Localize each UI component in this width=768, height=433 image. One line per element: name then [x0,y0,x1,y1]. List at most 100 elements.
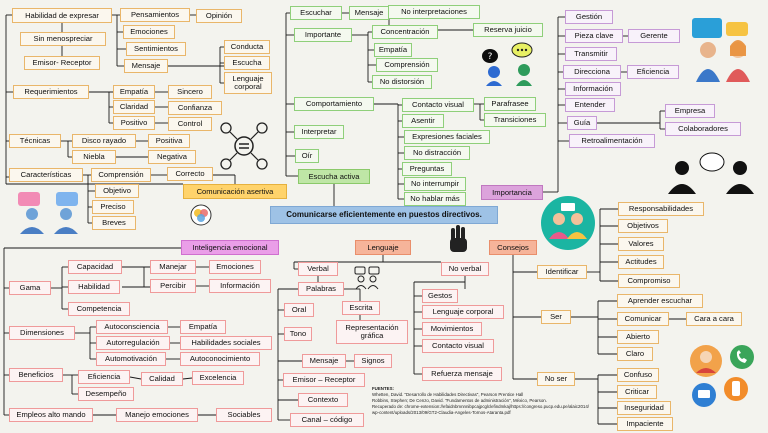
reference-line: Robbins, Stephen; De Cenzo, David. "Fund… [372,397,547,403]
node-conducta: Conducta [224,40,270,54]
node-transmitir: Transmitir [565,47,617,61]
node-emociones-emocional: Emociones [209,260,261,274]
node-positiva: Positiva [148,134,190,148]
node-interpretar: Interpretar [294,125,344,139]
node-parafrasee: Parafrasee [484,97,536,111]
node-abierto: Abierto [617,330,659,344]
node-percibir: Percibir [150,279,196,293]
node-objetivos: Objetivos [618,219,668,233]
node-tecnicas: Técnicas [9,134,61,148]
node-competencia: Competencia [68,302,130,316]
node-manejar: Manejar [150,260,196,274]
node-escrita: Escrita [342,301,380,315]
node-canal-codigo: Canal – código [290,413,364,427]
node-desempeno: Desempeño [78,387,134,401]
node-colaboradores: Colaboradores [665,122,741,136]
node-comunicar: Comunicar [617,312,669,326]
node-identificar: Identificar [537,265,587,279]
node-cara-a-cara: Cara a cara [686,312,742,326]
node-claridad: Claridad [113,100,155,114]
node-opinion: Opinión [196,9,242,23]
node-contexto: Contexto [298,393,348,407]
node-concentracion: Concentración [372,25,438,39]
node-signos: Signos [354,354,392,368]
node-gama: Gama [9,281,51,295]
node-habilidad-emocional: Habilidad [68,280,120,294]
node-entender: Entender [565,98,615,112]
branch-emocional: Inteligencia emocional [181,240,279,255]
node-beneficios: Beneficios [9,368,63,382]
reference-line: Whetten, David. "Desarrollo de Habilidad… [372,391,524,397]
branch-importancia: Importancia [481,185,543,200]
node-positivo: Positivo [113,116,155,130]
node-habilidad-expresar: Habilidad de expresar [12,8,112,23]
node-no-interrumpir: No interrumpir [404,177,466,191]
central-title: Comunicarse eficientemente en puestos di… [270,206,498,224]
hand-gesture-icon [450,225,467,252]
node-contacto-visual-escucha: Contacto visual [402,98,474,112]
node-impaciente: Impaciente [617,417,673,431]
node-contacto-visual-lenguaje: Contacto visual [422,339,494,353]
node-pieza-clave: Pieza clave [565,29,623,43]
node-negativa: Negativa [148,150,196,164]
node-no-distraccion: No distracción [404,146,470,160]
node-claro: Claro [617,347,653,361]
node-expresiones-faciales: Expresiones faciales [404,130,490,144]
node-responsabilidades: Responsabilidades [618,202,704,216]
connector-line [129,376,142,380]
node-empatia-asertiva: Empatía [113,85,155,99]
node-empatia-escucha: Empatía [374,43,412,57]
node-autorregulacion: Autorregulación [96,336,170,350]
node-ser: Ser [541,310,571,324]
node-reserva-juicio: Reserva juicio [473,23,543,37]
node-excelencia: Excelencia [192,371,244,385]
node-informacion-importancia: Información [565,82,621,96]
node-habilidades-sociales: Habilidades sociales [180,336,272,350]
node-emisor-receptor-asertiva: Emisor- Receptor [24,56,100,70]
node-sincero: Sincero [168,85,212,99]
node-autoconsciencia: Autoconsciencia [96,320,168,334]
two-people-silhouette-icon [668,152,754,194]
node-gestion: Gestión [565,10,613,24]
node-no-hablar-mas: No hablar más [404,192,466,206]
contact-channels-icon [690,345,754,407]
node-caracteristicas: Características [9,168,83,182]
svg-text:?: ? [488,52,493,62]
node-pensamientos: Pensamientos [120,8,190,22]
node-sociables: Sociables [216,408,272,422]
node-confuso: Confuso [617,368,659,382]
node-empresa: Empresa [665,104,715,118]
reference-line: wp-content/uploads/2013/09/GT2-Claudia-A… [372,409,511,415]
node-emisor-receptor-lenguaje: Emisor – Receptor [283,373,365,387]
node-disco-rayado: Disco rayado [72,134,136,148]
node-control: Control [168,117,212,131]
node-lenguaje-corporal-lenguaje: Lenguaje corporal [422,305,504,319]
node-tono: Tono [284,327,312,341]
speaking-people-icon [354,266,380,290]
node-mensaje-escucha: Mensaje [349,6,389,20]
references-heading: FUENTES: [372,386,394,391]
circles-logo-icon [190,204,212,226]
node-sentimientos: Sentimientos [126,42,186,56]
node-sin-menospreciar: Sin menospreciar [20,32,106,46]
node-manejo-emociones: Manejo emociones [116,408,198,422]
node-retroalimentacion: Retroalimentación [569,134,655,148]
conversation-people-icon [692,18,750,82]
node-representacion-grafica: Representación gráfica [336,320,408,344]
node-palabras: Palabras [298,282,344,296]
node-escuchar: Escuchar [290,6,342,20]
node-eficiencia-emocional: Eficiencia [78,370,130,384]
node-automotivacion: Automotivación [96,352,166,366]
references-block: FUENTES: Whetten, David. "Desarrollo de … [372,386,612,416]
node-capacidad: Capacidad [68,260,122,274]
node-comprension-escucha: Comprensión [376,58,438,72]
node-objetivo: Objetivo [95,184,139,198]
node-no-verbal: No verbal [441,262,489,276]
branch-asertiva: Comunicación asertiva [183,184,287,199]
node-verbal: Verbal [298,262,338,276]
node-movimientos: Movimientos [422,322,482,336]
node-mensaje-lenguaje: Mensaje [302,354,346,368]
chat-people-icon [18,192,78,234]
node-calidad: Calidad [141,372,183,386]
